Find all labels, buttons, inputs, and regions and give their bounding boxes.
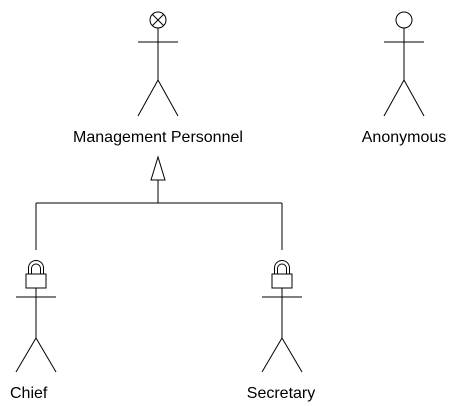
- actor-left-leg: [261, 337, 283, 373]
- actor-label-management-personnel: Management Personnel: [73, 129, 243, 146]
- actor-anonymous[interactable]: [383, 11, 425, 117]
- crossed-circle-head-icon: [149, 11, 167, 29]
- generalization-arrowhead: [150, 155, 166, 181]
- actor-right-leg: [35, 337, 57, 373]
- actor-management-personnel[interactable]: [137, 11, 179, 117]
- actor-left-leg: [137, 79, 159, 117]
- padlock-head-icon: [25, 260, 47, 289]
- actor-right-leg: [281, 337, 303, 373]
- padlock-head-icon: [271, 260, 293, 289]
- generalization-connector: [35, 155, 283, 250]
- actor-right-leg: [403, 79, 425, 117]
- actor-label-chief: Chief: [10, 385, 48, 402]
- actor-left-leg: [15, 337, 37, 373]
- actor-secretary[interactable]: [261, 260, 303, 373]
- actor-chief[interactable]: [15, 260, 57, 373]
- actor-label-anonymous: Anonymous: [362, 129, 447, 146]
- circle-head-icon: [395, 11, 413, 29]
- actor-right-leg: [157, 79, 179, 117]
- actor-label-secretary: Secretary: [247, 385, 315, 402]
- actor-left-leg: [383, 79, 405, 117]
